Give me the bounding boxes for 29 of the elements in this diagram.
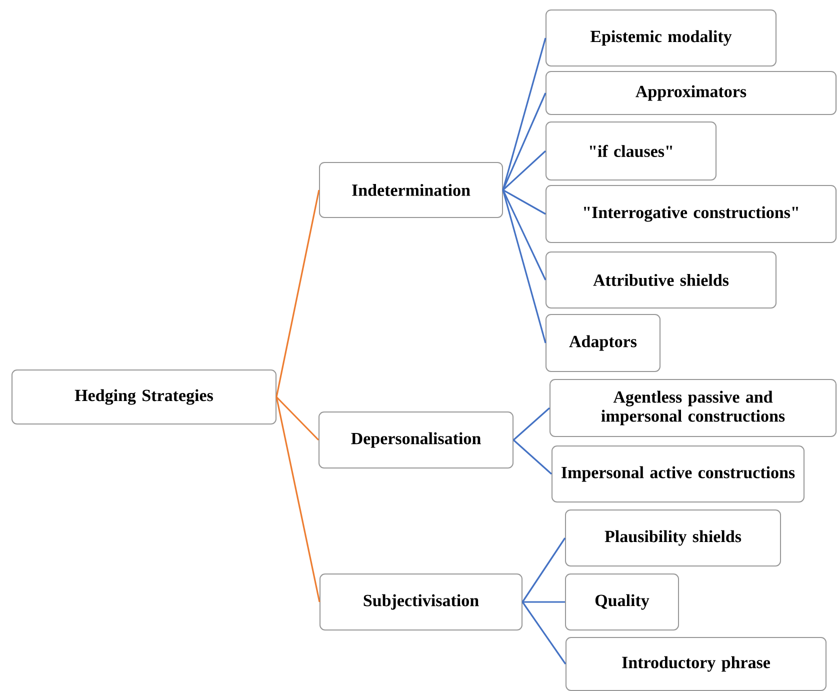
connector-line	[512, 407, 550, 441]
text-box: Subjectivisation	[320, 574, 522, 630]
text-box: Approximators	[546, 71, 836, 115]
text-box: Introductory phrase	[566, 637, 826, 691]
text-box: "Interrogative constructions"	[546, 185, 836, 243]
connector-line	[502, 38, 546, 190]
text-box: Attributive shields	[546, 252, 776, 308]
connector-line	[522, 602, 566, 664]
connector-line	[502, 190, 546, 344]
connector-line	[502, 92, 546, 190]
connector-line	[502, 150, 546, 191]
connector-line	[276, 190, 320, 398]
text-box: Impersonal active constructions	[552, 446, 804, 502]
connector-line	[522, 601, 565, 603]
text-box: Indetermination	[319, 162, 503, 218]
text-box: Plausibility shields	[565, 510, 781, 566]
text-box: Agentless passive and impersonal constructions	[550, 379, 836, 437]
text-box: Hedging Strategies	[12, 370, 276, 424]
connector-line	[522, 538, 566, 602]
text-box: "if clauses"	[546, 122, 716, 180]
text-box: Quality	[565, 574, 679, 630]
text-box: Adaptors	[546, 314, 660, 372]
text-box: Epistemic modality	[546, 10, 776, 66]
connector-line	[276, 396, 320, 441]
connector-line	[276, 396, 320, 602]
connector-line	[512, 439, 552, 475]
connector-line	[502, 189, 546, 215]
connector-line	[502, 190, 546, 280]
text-box: Depersonalisation	[318, 412, 514, 468]
